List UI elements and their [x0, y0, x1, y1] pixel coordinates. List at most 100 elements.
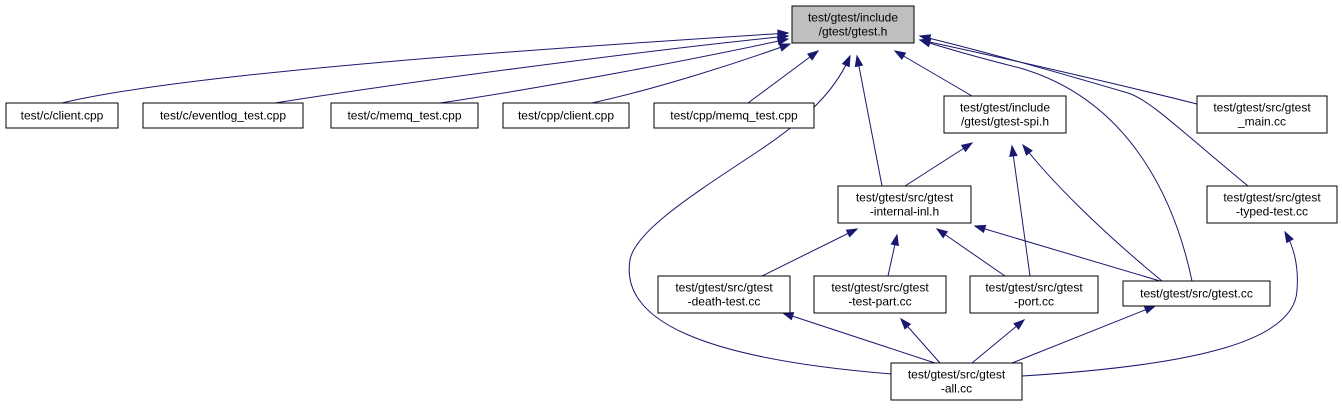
node-label-line: test/gtest/src/gtest: [1223, 191, 1321, 205]
edge-line: [1021, 231, 1298, 377]
node-box: [969, 275, 1099, 314]
edge-line: [61, 32, 789, 104]
edge-death_test-to-internal_inl: [761, 228, 859, 277]
edge-gtest_cc-to-gtest_spi: [1022, 143, 1163, 282]
edge-cpp_client-to-gtest_h: [591, 43, 792, 104]
edge-all-to-death_test: [781, 312, 936, 364]
edge-line: [936, 228, 1006, 277]
node-box: [1206, 185, 1338, 224]
node-label-line: -test-part.cc: [848, 295, 911, 309]
node-label-line: -death-test.cc: [688, 295, 761, 309]
arrowhead: [900, 317, 912, 330]
node-c-eventlog[interactable]: test/c/eventlog_test.cpp: [142, 102, 304, 129]
edge-internal_inl-to-gtest_h: [854, 54, 883, 187]
edge-port-to-gtest_spi: [1009, 144, 1031, 277]
edges-layer: [61, 29, 1298, 377]
edge-line: [919, 39, 1193, 282]
node-box: [502, 102, 630, 129]
arrowhead: [845, 228, 859, 238]
node-label-line: test/gtest/src/gtest: [908, 368, 1006, 382]
edge-line: [1022, 144, 1163, 282]
node-all[interactable]: test/gtest/src/gtest-all.cc: [890, 362, 1023, 401]
arrowhead: [1143, 305, 1157, 314]
node-cpp-client[interactable]: test/cpp/client.cpp: [502, 102, 630, 129]
node-box: [1122, 280, 1271, 307]
edge-gtest_spi-to-gtest_h: [893, 50, 973, 97]
arrowhead: [893, 50, 907, 61]
node-label-line: test/gtest/include: [960, 101, 1050, 115]
edge-line: [971, 319, 1025, 364]
node-box: [330, 102, 479, 129]
node-label-line: -internal-inl.h: [870, 205, 939, 219]
node-box: [142, 102, 304, 129]
edge-line: [1011, 145, 1031, 277]
edge-line: [1011, 305, 1156, 364]
node-box: [1196, 95, 1328, 134]
arrowhead: [890, 233, 899, 247]
arrowhead: [1022, 143, 1033, 156]
node-label-line: test/gtest/src/gtest: [675, 281, 773, 295]
node-label-line: -typed-test.cc: [1236, 205, 1308, 219]
arrowhead: [778, 43, 792, 52]
edge-all-to-gtest_cc: [1011, 305, 1157, 364]
node-gtest-h[interactable]: test/gtest/include/gtest/gtest.h: [791, 5, 915, 44]
nodes-layer: test/gtest/include/gtest/gtest.h test/c/c…: [5, 5, 1338, 401]
node-label-line: test/gtest/src/gtest: [1213, 101, 1311, 115]
arrowhead: [1013, 319, 1026, 331]
node-label-line: /gtest/gtest-spi.h: [961, 115, 1049, 129]
arrowhead: [807, 50, 820, 61]
node-label-line: test/c/eventlog_test.cpp: [160, 109, 286, 123]
edge-line: [747, 50, 819, 104]
edge-gtest_main-to-gtest_h: [918, 37, 1198, 105]
edge-line: [439, 38, 789, 104]
node-label-line: test/c/memq_test.cpp: [347, 109, 461, 123]
arrowhead: [1284, 230, 1294, 244]
node-label-line: test/gtest/src/gtest.cc: [1140, 287, 1253, 301]
node-box: [5, 102, 119, 129]
arrowhead: [960, 142, 974, 153]
node-c-memq[interactable]: test/c/memq_test.cpp: [330, 102, 479, 129]
node-gtest-cc[interactable]: test/gtest/src/gtest.cc: [1122, 280, 1271, 307]
edge-line: [919, 35, 1249, 187]
edge-port-to-internal_inl: [935, 228, 1006, 277]
node-label-line: -all.cc: [941, 382, 972, 396]
node-box: [837, 185, 972, 224]
node-death-test[interactable]: test/gtest/src/gtest-death-test.cc: [657, 275, 791, 314]
node-label-line: test/c/client.cpp: [21, 109, 104, 123]
edge-internal_inl-to-gtest_spi: [904, 142, 974, 187]
edge-c_memq-to-gtest_h: [439, 36, 790, 104]
edge-line: [974, 225, 1161, 282]
node-label-line: test/gtest/src/gtest: [856, 191, 954, 205]
node-label-line: test/gtest/include: [808, 11, 898, 25]
edge-line: [856, 55, 883, 187]
node-gtest-main[interactable]: test/gtest/src/gtest_main.cc: [1196, 95, 1328, 134]
node-test-part[interactable]: test/gtest/src/gtest-test-part.cc: [813, 275, 947, 314]
node-label-line: test/cpp/client.cpp: [518, 109, 614, 123]
edge-line: [904, 142, 973, 187]
node-port[interactable]: test/gtest/src/gtest-port.cc: [969, 275, 1099, 314]
node-box: [813, 275, 947, 314]
arrowhead: [776, 36, 790, 46]
node-typed-test[interactable]: test/gtest/src/gtest-typed-test.cc: [1206, 185, 1338, 224]
node-cpp-memq[interactable]: test/cpp/memq_test.cpp: [653, 102, 815, 129]
node-gtest-spi[interactable]: test/gtest/include/gtest/gtest-spi.h: [943, 95, 1067, 134]
node-label-line: _main.cc: [1237, 115, 1286, 129]
edge-c_eventlog-to-gtest_h: [274, 32, 790, 104]
node-label-line: test/gtest/src/gtest: [985, 281, 1083, 295]
node-box: [791, 5, 915, 44]
edge-all-to-port: [971, 319, 1026, 364]
arrowhead: [1009, 144, 1018, 157]
node-c-client[interactable]: test/c/client.cpp: [5, 102, 119, 129]
node-label-line: /gtest/gtest.h: [819, 25, 888, 39]
edge-test_part-to-internal_inl: [887, 233, 899, 277]
edge-line: [894, 50, 973, 97]
arrowhead: [854, 54, 864, 68]
node-internal-inl[interactable]: test/gtest/src/gtest-internal-inl.h: [837, 185, 972, 224]
edge-line: [761, 228, 858, 277]
node-box: [890, 362, 1023, 401]
arrowhead: [973, 224, 987, 234]
edge-line: [591, 43, 791, 104]
arrowhead: [841, 54, 851, 68]
edge-line: [274, 35, 789, 104]
